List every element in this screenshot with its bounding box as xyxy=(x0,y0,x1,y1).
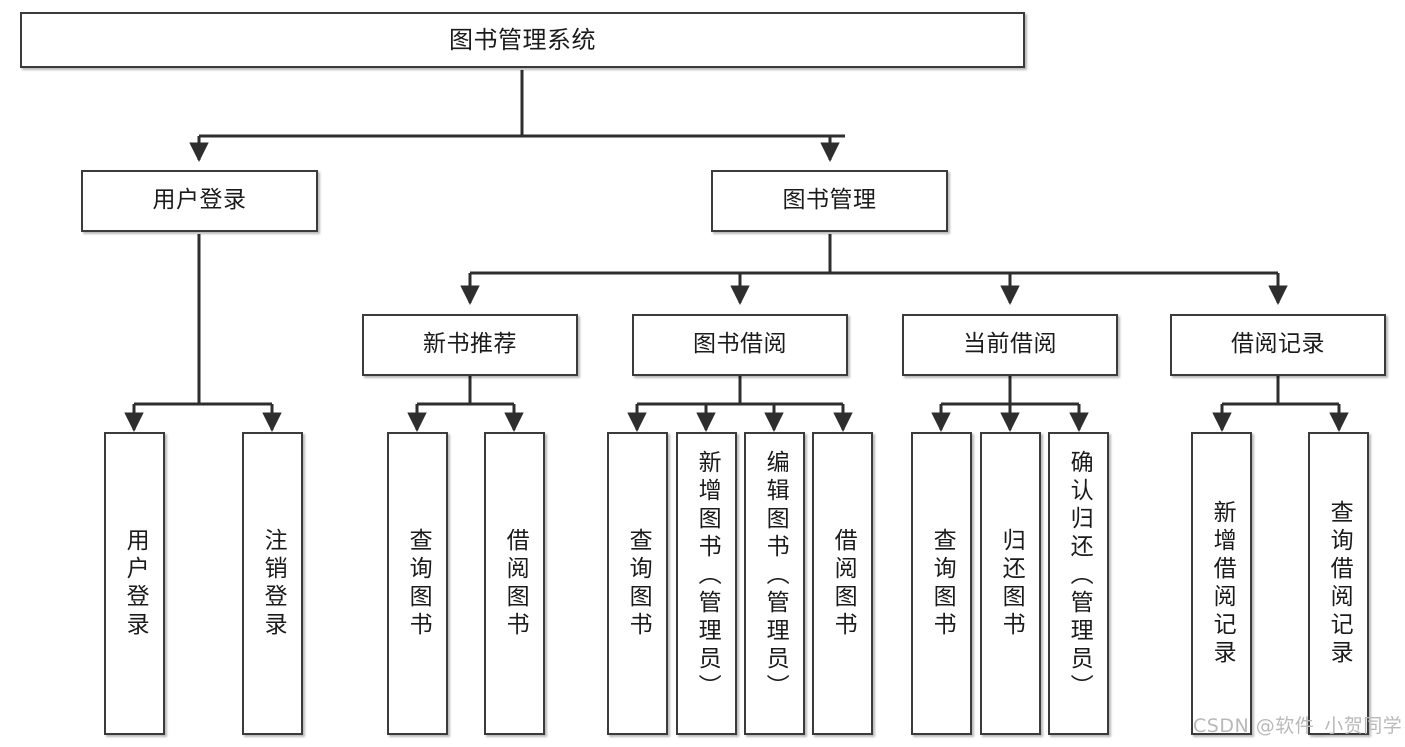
node-label: 借阅图书 xyxy=(830,527,857,640)
leaf-query-book-borrow[interactable]: 查询图书 xyxy=(607,432,668,735)
leaf-user-login[interactable]: 用户登录 xyxy=(104,432,165,735)
node-label: 查询图书 xyxy=(929,527,956,640)
node-label: 用户登录 xyxy=(122,527,149,640)
node-current-borrow[interactable]: 当前借阅 xyxy=(902,314,1118,376)
leaf-add-borrow-record[interactable]: 新增借阅记录 xyxy=(1191,432,1252,735)
node-label: 归还图书 xyxy=(998,527,1025,640)
node-label: 用户登录 xyxy=(152,187,247,214)
node-label: 图书管理系统 xyxy=(449,25,596,54)
node-label: 当前借阅 xyxy=(963,331,1057,358)
leaf-confirm-return-admin[interactable]: 确认归还（管理员） xyxy=(1048,432,1109,735)
node-label: 编辑图书（管理员） xyxy=(762,450,789,702)
node-root-system[interactable]: 图书管理系统 xyxy=(20,12,1025,68)
node-label: 查询图书 xyxy=(405,527,432,640)
node-label: 借阅图书 xyxy=(502,527,529,640)
leaf-return-book[interactable]: 归还图书 xyxy=(980,432,1041,735)
node-label: 新书推荐 xyxy=(423,331,517,358)
node-label: 图书管理 xyxy=(782,187,877,214)
node-label: 注销登录 xyxy=(260,527,287,640)
node-user-login[interactable]: 用户登录 xyxy=(81,170,318,232)
node-book-borrow[interactable]: 图书借阅 xyxy=(632,314,848,376)
leaf-borrow-book-recommend[interactable]: 借阅图书 xyxy=(484,432,545,735)
node-label: 图书借阅 xyxy=(693,331,787,358)
node-label: 查询图书 xyxy=(625,527,652,640)
leaf-logout[interactable]: 注销登录 xyxy=(242,432,303,735)
node-label: 确认归还（管理员） xyxy=(1066,450,1093,702)
csdn-watermark: CSDN @软件_小贺同学 xyxy=(1193,715,1403,737)
leaf-edit-book-admin[interactable]: 编辑图书（管理员） xyxy=(744,432,805,735)
node-borrow-record[interactable]: 借阅记录 xyxy=(1170,314,1386,376)
node-new-book-recommend[interactable]: 新书推荐 xyxy=(362,314,578,376)
leaf-add-book-admin[interactable]: 新增图书（管理员） xyxy=(676,432,737,735)
leaf-query-book-current[interactable]: 查询图书 xyxy=(911,432,972,735)
leaf-query-book-recommend[interactable]: 查询图书 xyxy=(387,432,448,735)
leaf-query-borrow-record[interactable]: 查询借阅记录 xyxy=(1308,432,1369,735)
leaf-borrow-book[interactable]: 借阅图书 xyxy=(812,432,873,735)
node-label: 新增借阅记录 xyxy=(1209,499,1236,668)
node-book-manage[interactable]: 图书管理 xyxy=(711,170,948,232)
node-label: 新增图书（管理员） xyxy=(694,450,721,702)
node-label: 查询借阅记录 xyxy=(1326,499,1353,668)
node-label: 借阅记录 xyxy=(1231,331,1325,358)
